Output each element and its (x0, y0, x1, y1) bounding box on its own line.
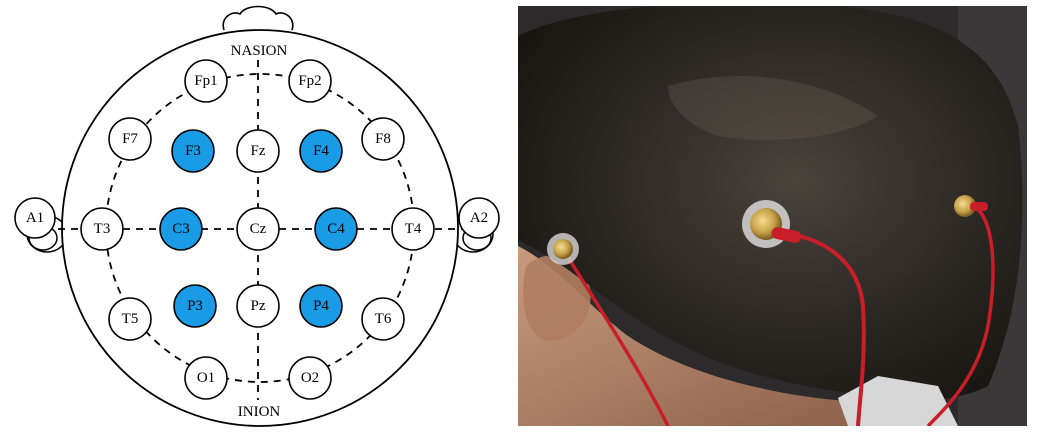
electrode-label-C3: C3 (172, 221, 190, 237)
electrode-P4: P4 (299, 284, 343, 328)
shirt-collar (838, 376, 958, 426)
electrode-label-F7: F7 (122, 131, 138, 147)
photo-electrode-right (954, 195, 988, 217)
inion-label: INION (238, 404, 281, 420)
electrode-Cz: Cz (236, 207, 280, 251)
neck-skin (518, 246, 898, 426)
electrode-O1: O1 (184, 356, 228, 400)
electrode-F3: F3 (171, 129, 215, 173)
electrode-label-Fz: Fz (251, 143, 266, 159)
photo-electrode-left (547, 233, 579, 265)
electrode-label-O1: O1 (197, 370, 215, 386)
electrode-label-Cz: Cz (250, 221, 267, 237)
hair-highlight (668, 76, 878, 140)
electrode-label-C4: C4 (327, 221, 345, 237)
electrode-placement-photo (518, 6, 1027, 426)
electrode-label-P3: P3 (187, 298, 203, 314)
electrode-T3: T3 (80, 207, 124, 251)
ear-shape (523, 255, 591, 341)
electrode-C4: C4 (314, 207, 358, 251)
electrode-F8: F8 (361, 117, 405, 161)
electrode-label-T4: T4 (405, 221, 422, 237)
nose-outline (222, 5, 294, 31)
electrode-label-T3: T3 (94, 221, 111, 237)
electrode-T6: T6 (361, 297, 405, 341)
electrode-O2: O2 (288, 356, 332, 400)
electrode-P3: P3 (173, 284, 217, 328)
electrode-T5: T5 (108, 297, 152, 341)
electrode-label-F3: F3 (185, 143, 201, 159)
electrode-F4: F4 (299, 129, 343, 173)
electrode-label-F8: F8 (375, 131, 391, 147)
electrode-C3: C3 (159, 207, 203, 251)
electrode-Fz: Fz (236, 129, 280, 173)
electrode-label-A2: A2 (470, 210, 488, 226)
nasion-label: NASION (231, 43, 288, 59)
electrode-label-O2: O2 (301, 370, 319, 386)
electrode-A2: A2 (458, 197, 500, 239)
photo-electrode-center (742, 200, 802, 248)
wire-right (926, 204, 995, 426)
electrode-label-Pz: Pz (251, 298, 266, 314)
electrode-Pz: Pz (236, 284, 280, 328)
electrode-label-Fp1: Fp1 (194, 73, 217, 89)
electrode-label-A1: A1 (26, 210, 44, 226)
electrode-label-F4: F4 (313, 143, 329, 159)
nasion-label-bg (222, 40, 296, 58)
inion-label-bg (230, 400, 290, 418)
electrode-label-T5: T5 (122, 311, 139, 327)
electrode-A1: A1 (14, 197, 56, 239)
electrode-T4: T4 (391, 207, 435, 251)
wire-left (564, 253, 670, 426)
electrode-label-Fp2: Fp2 (298, 73, 321, 89)
electrode-label-P4: P4 (313, 298, 329, 314)
electrode-label-T6: T6 (375, 311, 392, 327)
electrode-Fp2: Fp2 (288, 59, 332, 103)
electrode-Fp1: Fp1 (184, 59, 228, 103)
electrode-F7: F7 (108, 117, 152, 161)
electrode-layer: Fp1 Fp2 F7 F3 Fz F4 F8 A1 T3 C3 Cz C4 T4… (14, 59, 500, 400)
eeg-electrode-diagram: NASION INION Fp1 Fp2 F7 F3 Fz F4 F8 A1 T… (14, 5, 500, 427)
wire-center (775, 230, 866, 426)
